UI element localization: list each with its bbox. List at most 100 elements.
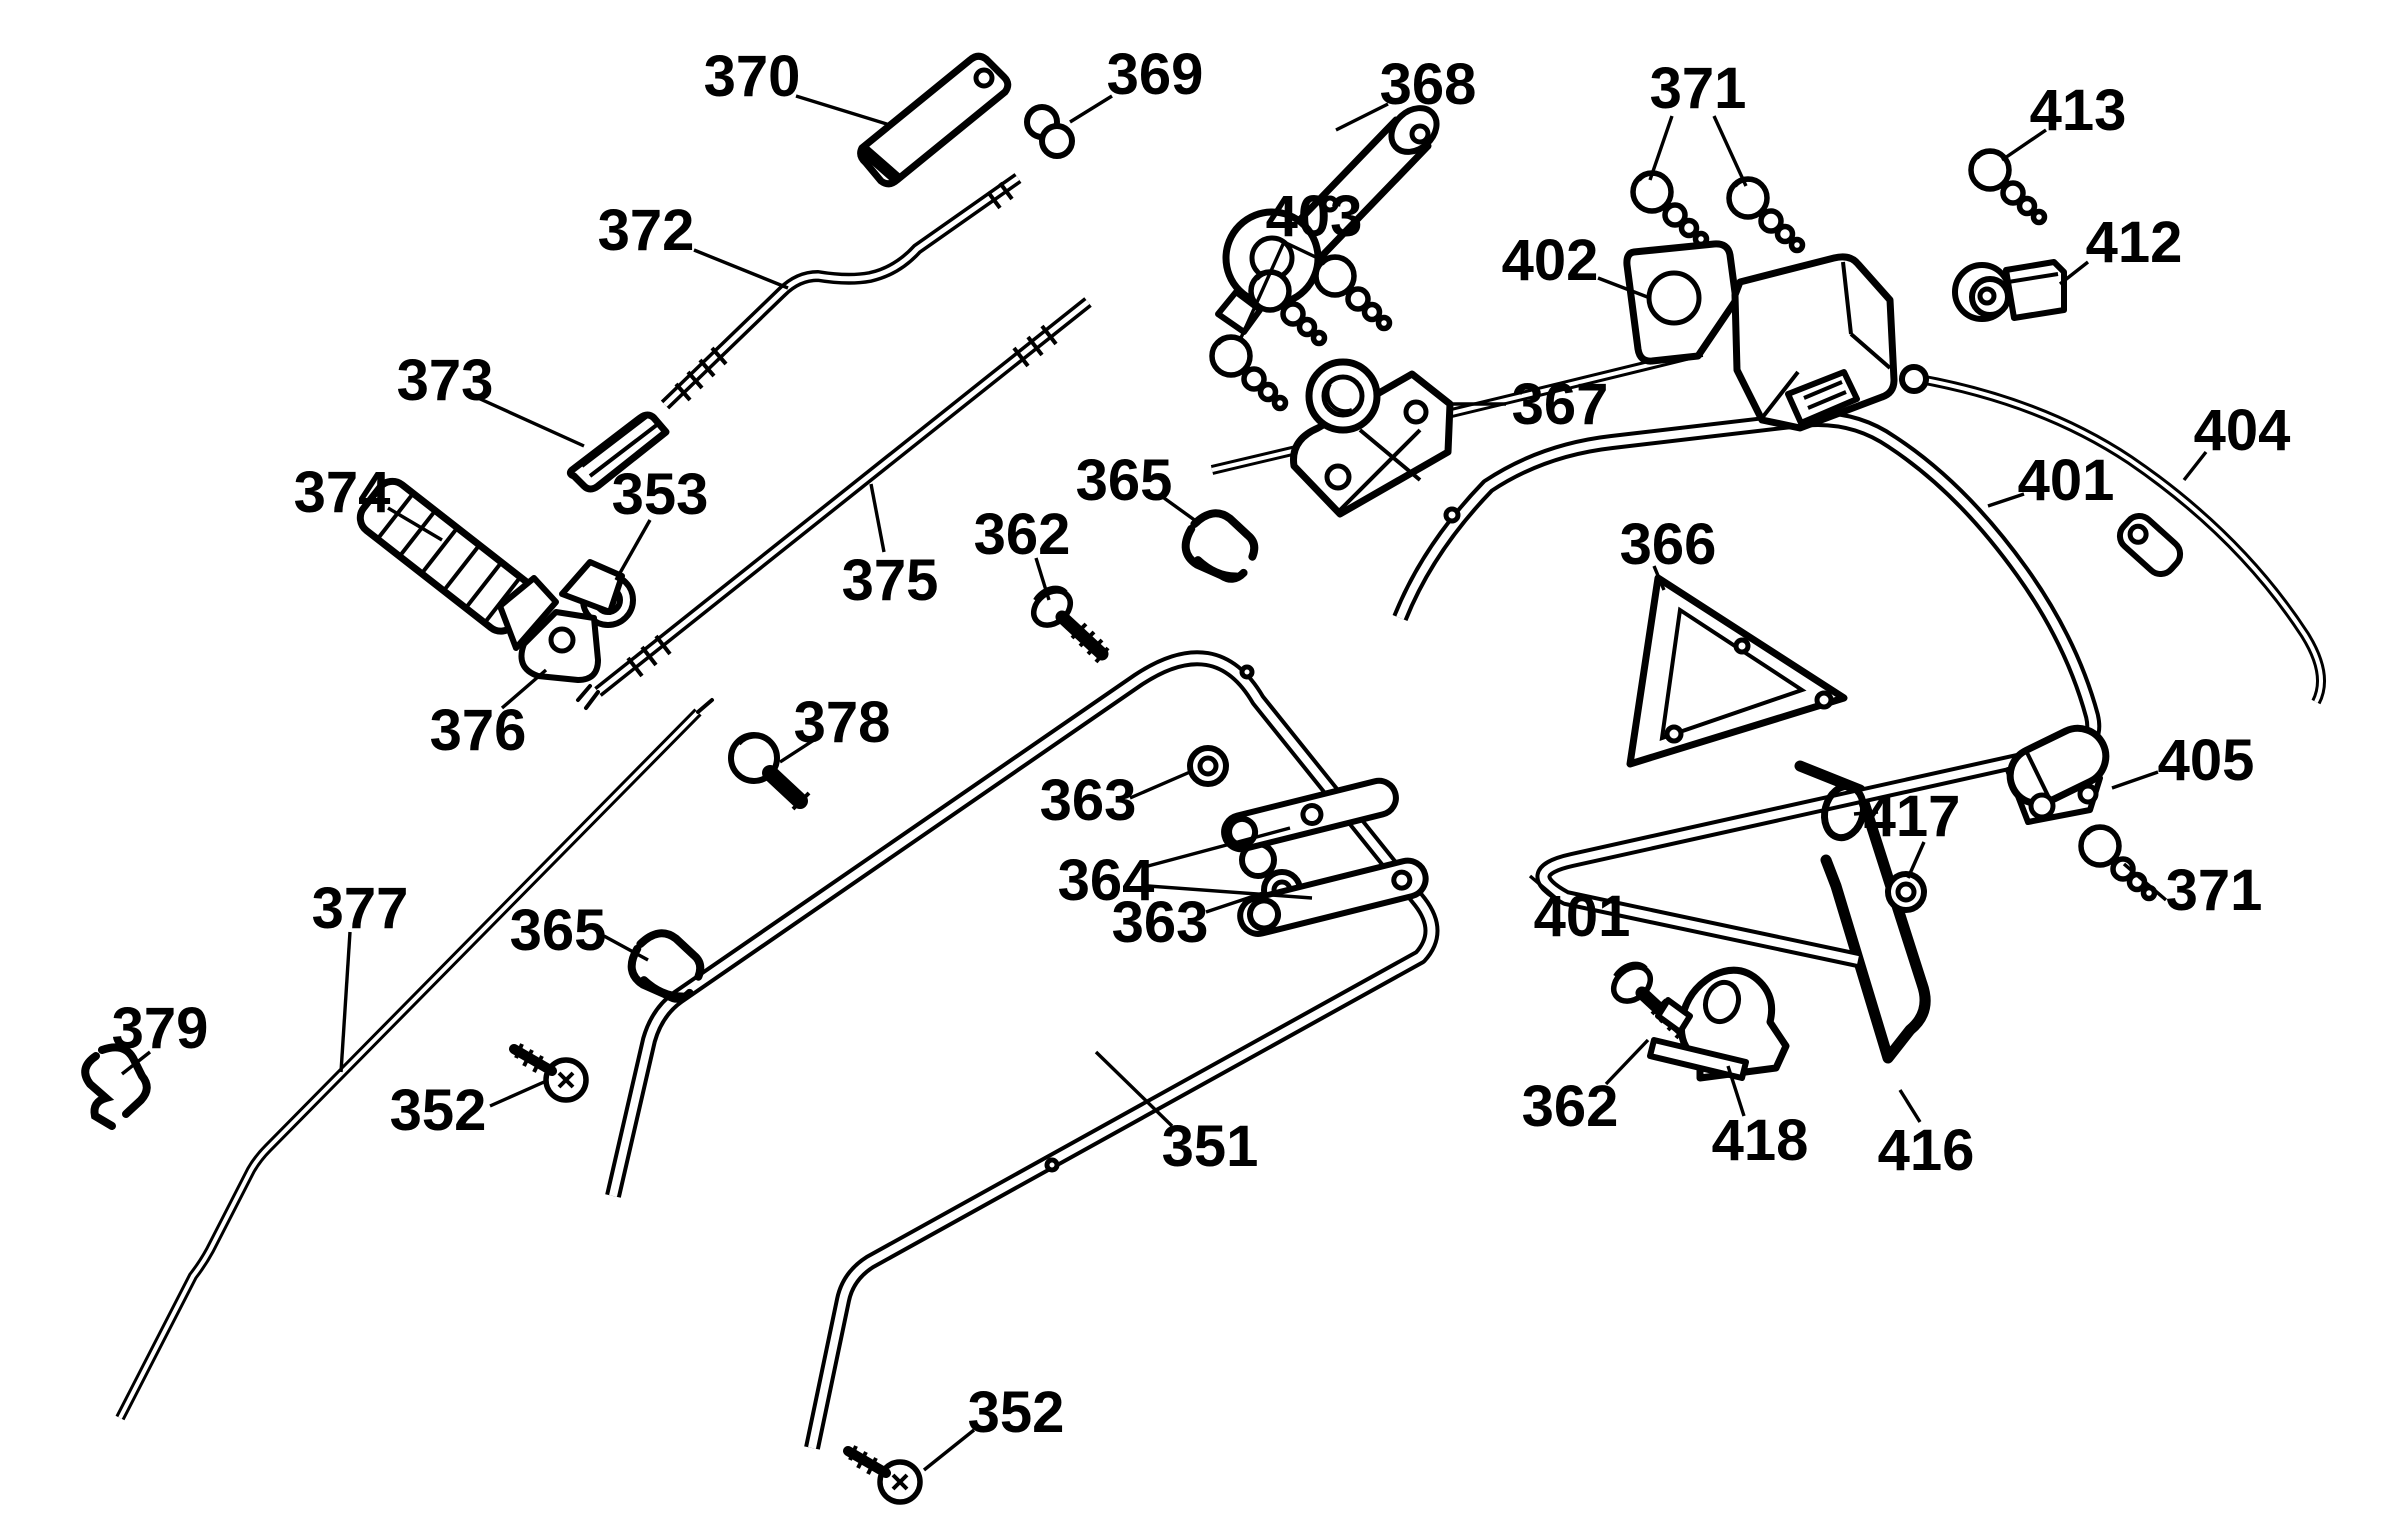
part-label-365: 365 <box>1076 448 1173 513</box>
callout-373: 373 <box>397 348 585 448</box>
callout-352-bottom: 352 <box>922 1380 1065 1472</box>
part-label-371: 371 <box>2166 858 2263 923</box>
callout-404: 404 <box>2182 398 2291 482</box>
part-364-cam-levers <box>1221 777 1429 937</box>
part-367-pivot-bracket <box>1290 358 1454 518</box>
part-label-353: 353 <box>612 462 709 527</box>
callout-378: 378 <box>779 690 891 764</box>
part-label-377: 377 <box>312 876 409 941</box>
part-368-brake-lever <box>1215 105 1440 335</box>
part-369-bushing <box>1024 104 1075 159</box>
part-413-screw <box>1971 151 2045 223</box>
part-402-cable <box>1210 347 1704 475</box>
part-label-374: 374 <box>294 460 391 525</box>
part-label-378: 378 <box>794 690 891 755</box>
callout-362-upper: 362 <box>974 502 1071 601</box>
part-label-405: 405 <box>2158 728 2255 793</box>
part-377-lower-handle-rod <box>115 698 714 1421</box>
callout-401-lower: 401 <box>1528 874 1631 949</box>
callout-375: 375 <box>842 483 939 613</box>
part-label-352: 352 <box>390 1078 487 1143</box>
part-label-376: 376 <box>430 698 527 763</box>
part-371-screws-top <box>1633 173 1803 251</box>
part-label-412: 412 <box>2086 210 2183 275</box>
callout-362-lower: 362 <box>1522 1038 1650 1139</box>
callout-416: 416 <box>1878 1089 1975 1183</box>
part-label-352: 352 <box>968 1380 1065 1445</box>
callout-366: 366 <box>1620 512 1717 591</box>
part-label-370: 370 <box>704 44 801 109</box>
cable-barrel-fitting <box>2116 512 2184 578</box>
callout-379: 379 <box>112 996 208 1076</box>
callout-403: 403 <box>1238 184 1363 341</box>
part-351-lower-handle-tube <box>605 650 1440 1450</box>
callout-370: 370 <box>704 44 891 127</box>
part-372-shift-rod <box>660 173 1022 410</box>
callout-402: 402 <box>1502 228 1651 300</box>
callout-418: 418 <box>1712 1065 1809 1173</box>
callout-371-top: 371 <box>1648 56 1748 187</box>
part-402-cable-bracket <box>1623 240 1898 432</box>
part-label-362: 362 <box>1522 1074 1619 1139</box>
part-label-372: 372 <box>598 198 695 263</box>
part-416-wire-bracket <box>1794 760 1931 1064</box>
part-352-screw-bottom <box>848 1446 920 1502</box>
callout-417: 417 <box>1853 784 1961 879</box>
callout-376: 376 <box>430 668 548 763</box>
part-label-416: 416 <box>1878 1118 1975 1183</box>
callout-352-left: 352 <box>390 1078 545 1143</box>
part-label-375: 375 <box>842 548 939 613</box>
callout-369: 369 <box>1069 42 1204 124</box>
callout-351: 351 <box>1094 1050 1259 1179</box>
callout-371-right: 371 <box>2122 858 2263 923</box>
part-373-channel <box>566 411 670 493</box>
part-label-371: 371 <box>1650 56 1747 121</box>
callout-353: 353 <box>612 462 709 581</box>
callout-372: 372 <box>598 198 789 290</box>
part-label-368: 368 <box>1380 52 1477 117</box>
part-label-418: 418 <box>1712 1108 1809 1173</box>
part-363-washer-upper <box>1187 745 1229 787</box>
part-label-401: 401 <box>2018 448 2115 513</box>
part-label-413: 413 <box>2030 78 2127 143</box>
part-370-flat-bar <box>857 52 1012 188</box>
part-366-brace-plate <box>1626 574 1848 768</box>
part-379-wire-clip <box>81 1043 151 1130</box>
part-label-417: 417 <box>1864 784 1961 849</box>
part-404-cable-rod <box>1899 364 2326 705</box>
part-label-362: 362 <box>974 502 1071 567</box>
part-label-402: 402 <box>1502 228 1599 293</box>
part-label-366: 366 <box>1620 512 1717 577</box>
callout-365-lower: 365 <box>510 898 649 963</box>
callout-377: 377 <box>312 876 409 1073</box>
part-405-clamp <box>2005 724 2110 825</box>
part-label-369: 369 <box>1107 42 1204 107</box>
callout-413: 413 <box>2001 78 2127 162</box>
part-label-367: 367 <box>1512 372 1609 437</box>
callout-363-upper: 363 <box>1040 768 1191 833</box>
part-label-351: 351 <box>1162 1114 1259 1179</box>
part-417-ring-and-grommet <box>1821 782 1927 913</box>
part-label-364: 364 <box>1058 848 1155 913</box>
part-label-365: 365 <box>510 898 607 963</box>
part-label-363: 363 <box>1112 890 1209 955</box>
part-362-bolt-upper <box>1027 584 1108 662</box>
part-412-ball-joint-fitting <box>1952 259 2067 322</box>
part-label-363: 363 <box>1040 768 1137 833</box>
callout-365-upper: 365 <box>1076 448 1201 526</box>
part-label-403: 403 <box>1266 184 1363 249</box>
callout-368: 368 <box>1335 52 1477 132</box>
part-418-spring-clip <box>1647 966 1790 1082</box>
part-378-shoulder-screw <box>728 732 811 811</box>
callout-412: 412 <box>2058 210 2183 286</box>
callout-367: 367 <box>1452 372 1608 437</box>
callout-363-lower: 363 <box>1112 890 1267 955</box>
callout-364: 364 <box>1058 826 1313 913</box>
part-375-upper-handle-rod <box>576 297 1092 710</box>
part-label-401: 401 <box>1534 884 1631 949</box>
part-376-wing-clip <box>497 559 625 683</box>
part-371-screw-right <box>2081 827 2155 899</box>
part-label-404: 404 <box>2194 398 2291 463</box>
